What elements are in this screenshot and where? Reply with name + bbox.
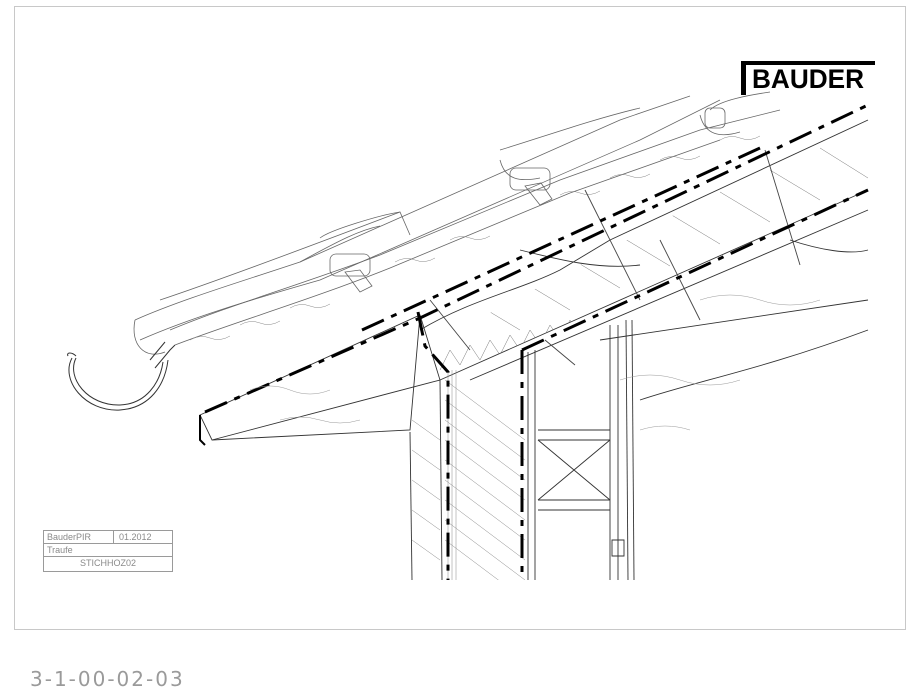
vapour-barrier-membrane bbox=[204, 103, 869, 580]
fasteners bbox=[429, 149, 801, 366]
document-number: 3-1-00-02-03 bbox=[30, 667, 185, 691]
wall-insulation-hatch bbox=[411, 370, 526, 580]
bauder-logo: BAUDER bbox=[741, 61, 875, 95]
rafter-structure bbox=[199, 119, 869, 581]
tile-texture bbox=[189, 135, 761, 341]
drawing-frame bbox=[14, 6, 906, 630]
logo-bar-top bbox=[741, 61, 875, 65]
roof-insulation bbox=[439, 147, 868, 371]
membrane-edge bbox=[199, 415, 206, 446]
product-name: BauderPIR bbox=[44, 531, 114, 544]
logo-bar-left bbox=[741, 61, 746, 95]
logo-text: BAUDER bbox=[752, 64, 865, 94]
title-block: BauderPIR 01.2012 Traufe STICHHOZ02 bbox=[43, 530, 173, 572]
drawing-subject: Traufe bbox=[47, 545, 73, 555]
drawing-date: 01.2012 bbox=[119, 532, 152, 542]
rain-gutter bbox=[67, 341, 176, 411]
roof-tiles bbox=[133, 91, 781, 355]
timber-grain bbox=[249, 294, 821, 431]
title-block-row-1: BauderPIR 01.2012 bbox=[44, 531, 172, 544]
drawing-id: STICHHOZ02 bbox=[79, 558, 136, 568]
title-block-row-3: STICHHOZ02 bbox=[44, 557, 172, 571]
title-block-row-2: Traufe bbox=[44, 544, 172, 557]
